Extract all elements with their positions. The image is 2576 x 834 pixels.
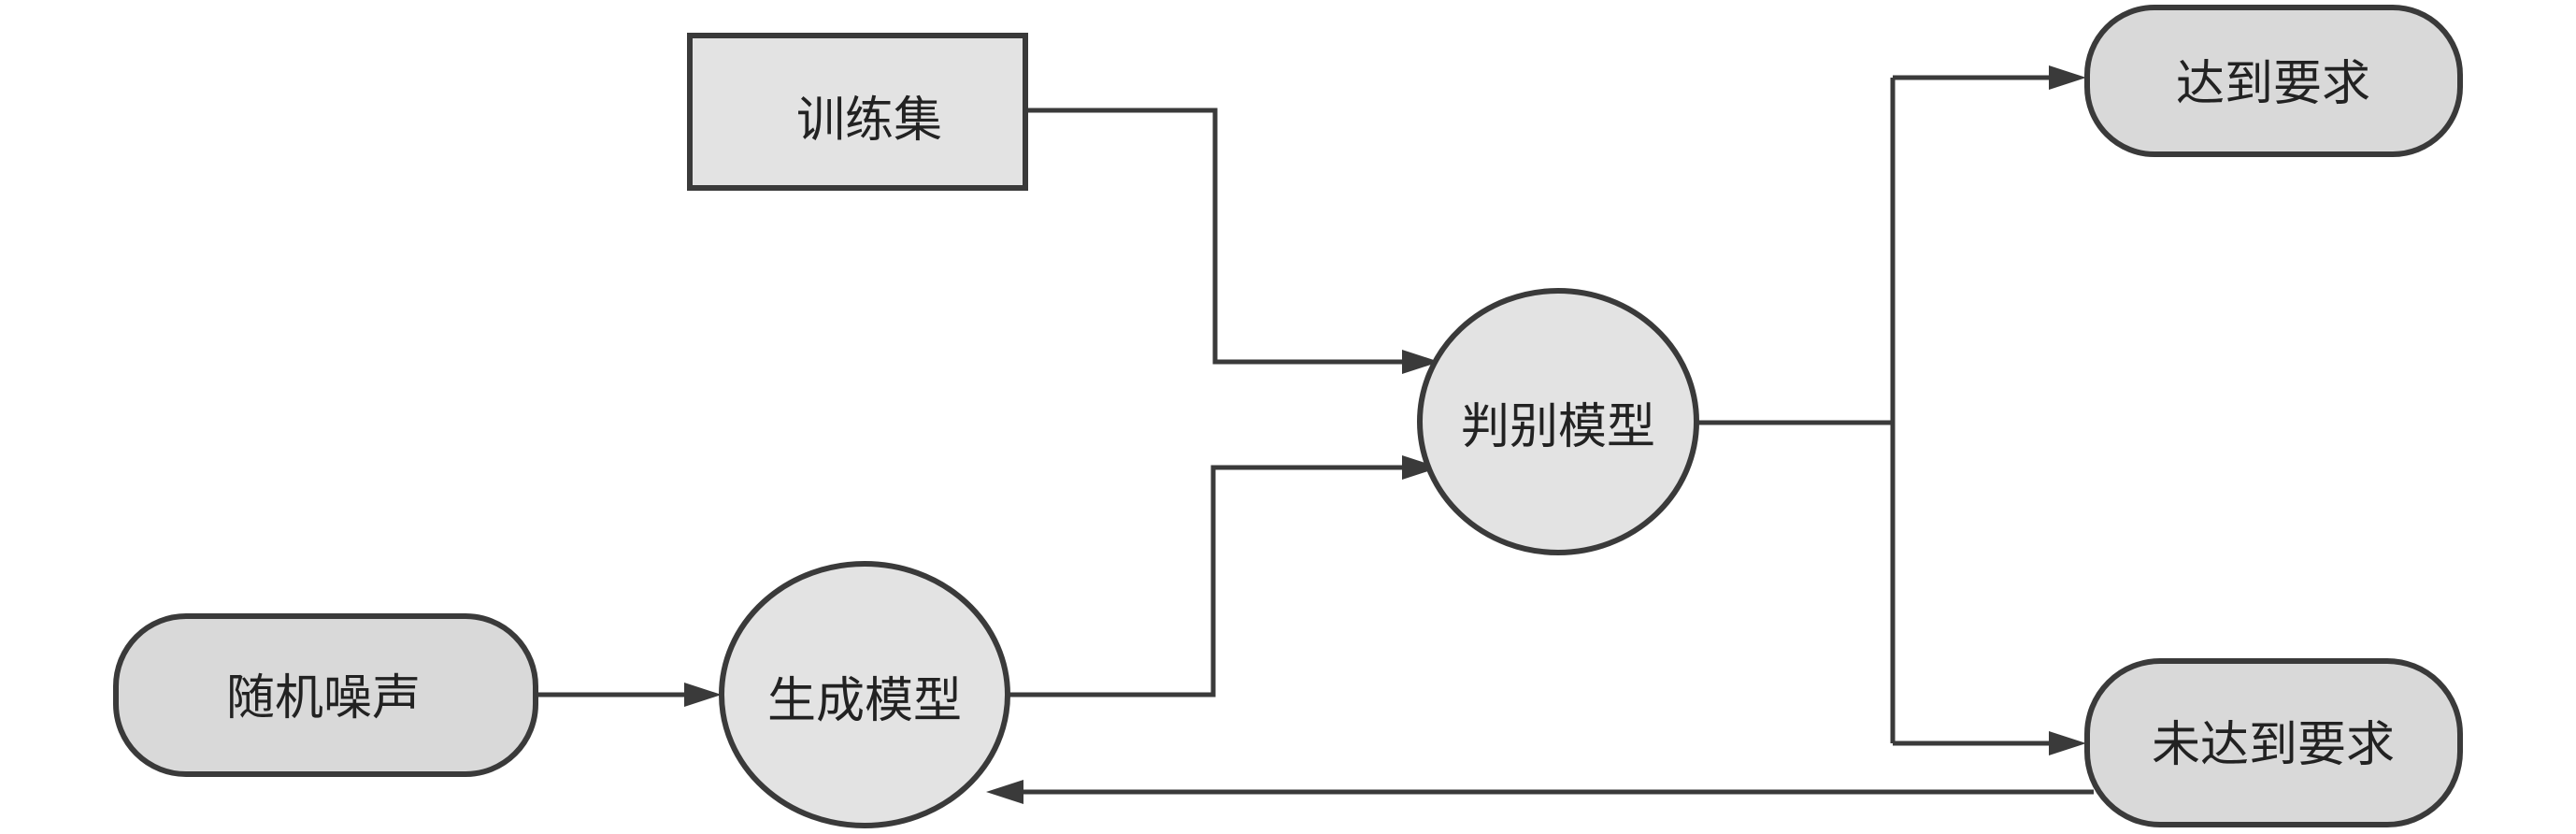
discriminator-label: 判别模型 (1461, 399, 1655, 455)
node-random-noise: 随机噪声 (113, 613, 538, 777)
arrowhead-not-met-to-generator (986, 780, 1023, 804)
edge-generator-to-discriminator (1000, 465, 1407, 697)
edges (537, 65, 2094, 804)
not-met-label: 未达到要求 (2152, 717, 2395, 773)
generator-ellipse (719, 561, 1010, 828)
node-not-met: 未达到要求 (2084, 658, 2463, 827)
met-box (2084, 5, 2463, 157)
arrowhead-branch-to-met (2049, 65, 2086, 90)
generator-label: 生成模型 (767, 673, 962, 729)
discriminator-ellipse (1417, 288, 1699, 555)
random-noise-label: 随机噪声 (226, 670, 421, 726)
node-met: 达到要求 (2084, 5, 2463, 157)
node-generator: 生成模型 (719, 561, 1010, 828)
random-noise-box (113, 613, 538, 777)
arrowhead-training-to-discriminator (1402, 350, 1439, 374)
arrowhead-noise-to-generator (684, 683, 722, 707)
met-label: 达到要求 (2176, 56, 2370, 112)
training-set-box (687, 33, 1028, 191)
arrowhead-branch-to-not-met (2049, 731, 2086, 755)
arrowhead-generator-to-discriminator (1402, 455, 1439, 480)
node-discriminator: 判别模型 (1417, 288, 1699, 555)
node-training-set: 训练集 (687, 33, 1028, 191)
edge-training-to-discriminator (1025, 108, 1407, 365)
not-met-box (2084, 658, 2463, 827)
training-set-label: 训练集 (796, 93, 942, 149)
